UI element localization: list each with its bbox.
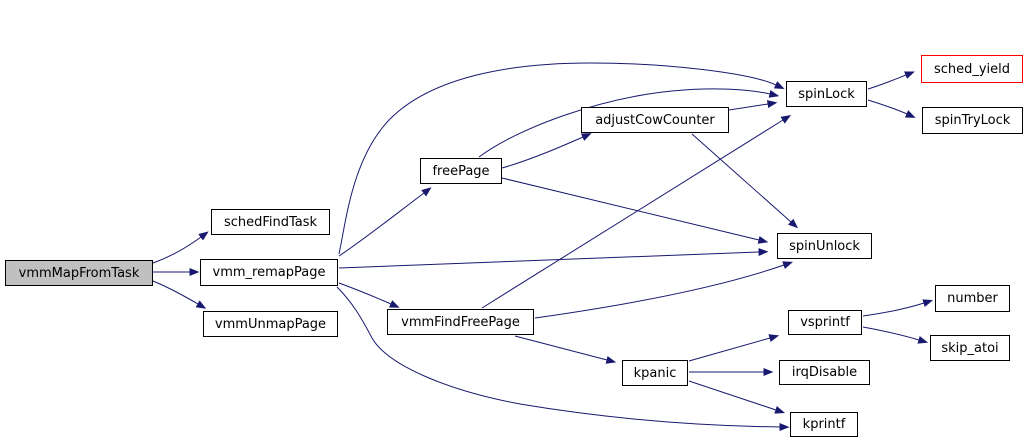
edge-vmm_remapPage-to-kprintf	[336, 286, 790, 431]
edge-adjustCowCounter-to-spinUnlock	[691, 133, 799, 229]
node-sched_yield[interactable]: sched_yield	[921, 55, 1023, 83]
edge-freePage-to-adjustCowCounter	[501, 133, 592, 169]
edge-vsprintf-to-number	[862, 299, 934, 317]
edge-spinLock-to-spinTryLock	[867, 99, 916, 118]
edge-adjustCowCounter-to-spinLock	[728, 100, 778, 111]
edge-vmmFindFreePage-to-spinUnlock	[534, 261, 793, 319]
edge-vmmMapFromTask-to-vmmUnmapPage	[152, 280, 207, 309]
edge-freePage-to-spinLock	[478, 88, 780, 158]
edge-spinLock-to-sched_yield	[867, 71, 915, 90]
edge-vmmFindFreePage-to-kpanic	[514, 335, 617, 364]
node-spinLock[interactable]: spinLock	[786, 81, 867, 107]
node-irqDisable[interactable]: irqDisable	[779, 360, 870, 385]
node-vmmMapFromTask[interactable]: vmmMapFromTask	[5, 260, 153, 286]
node-kpanic[interactable]: kpanic	[622, 360, 688, 386]
edge-vmm_remapPage-to-spinUnlock	[338, 248, 769, 269]
edge-freePage-to-spinUnlock	[501, 177, 769, 244]
edge-vmm_remapPage-to-freePage	[338, 187, 432, 257]
node-schedFindTask[interactable]: schedFindTask	[211, 209, 330, 235]
edge-vmmFindFreePage-to-spinLock	[481, 114, 792, 309]
edge-vmm_remapPage-to-vmmFindFreePage	[338, 282, 400, 308]
edge-vsprintf-to-skip_atoi	[862, 326, 929, 344]
node-vmmFindFreePage[interactable]: vmmFindFreePage	[387, 309, 534, 335]
node-adjustCowCounter[interactable]: adjustCowCounter	[581, 107, 729, 133]
node-vmm_remapPage[interactable]: vmm_remapPage	[200, 259, 338, 286]
node-freePage[interactable]: freePage	[420, 158, 502, 184]
edge-kpanic-to-vsprintf	[688, 334, 780, 362]
edge-kpanic-to-kprintf	[688, 380, 786, 414]
node-spinTryLock[interactable]: spinTryLock	[922, 107, 1023, 134]
node-kprintf[interactable]: kprintf	[790, 412, 858, 437]
node-vsprintf[interactable]: vsprintf	[788, 310, 862, 335]
node-skip_atoi[interactable]: skip_atoi	[930, 335, 1010, 361]
node-spinUnlock[interactable]: spinUnlock	[777, 233, 872, 259]
node-vmmUnmapPage[interactable]: vmmUnmapPage	[203, 311, 338, 337]
node-number[interactable]: number	[935, 285, 1010, 312]
edge-vmm_remapPage-to-spinLock	[338, 62, 785, 255]
edge-vmmMapFromTask-to-schedFindTask	[152, 231, 209, 264]
